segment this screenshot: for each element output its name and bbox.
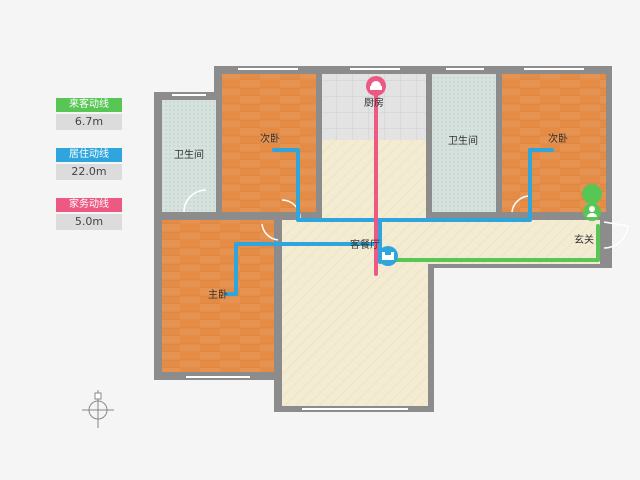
bedroom-left-floor [222, 74, 316, 212]
label-bedroom-left: 次卧 [260, 132, 280, 145]
label-kitchen: 厨房 [364, 96, 384, 109]
label-bedroom-right: 次卧 [548, 132, 568, 145]
label-master: 主卧 [208, 288, 228, 301]
label-bath-right: 卫生间 [448, 134, 478, 147]
kitchen-icon [366, 76, 386, 96]
living-floor [282, 262, 428, 406]
bath-right-floor [432, 74, 496, 212]
legend-guest: 来客动线 6.7m [56, 98, 122, 130]
legend-guest-value: 6.7m [56, 114, 122, 130]
legend-guest-label: 来客动线 [56, 98, 122, 112]
bath-left-floor [162, 100, 216, 212]
label-living: 客餐厅 [350, 238, 380, 251]
label-entrance: 玄关 [574, 233, 594, 246]
legend-living-label: 居住动线 [56, 148, 122, 162]
guest-route [386, 224, 600, 262]
windows [172, 68, 584, 410]
legend-chore-value: 5.0m [56, 214, 122, 230]
sofa-pin-icon [378, 246, 398, 266]
legend-living-value: 22.0m [56, 164, 122, 180]
legend-chore-label: 家务动线 [56, 198, 122, 212]
legend-living: 居住动线 22.0m [56, 148, 122, 180]
legend-chore: 家务动线 5.0m [56, 198, 122, 230]
compass-icon [82, 390, 114, 428]
person-pin-icon [582, 184, 603, 226]
label-bath-left: 卫生间 [174, 148, 204, 161]
